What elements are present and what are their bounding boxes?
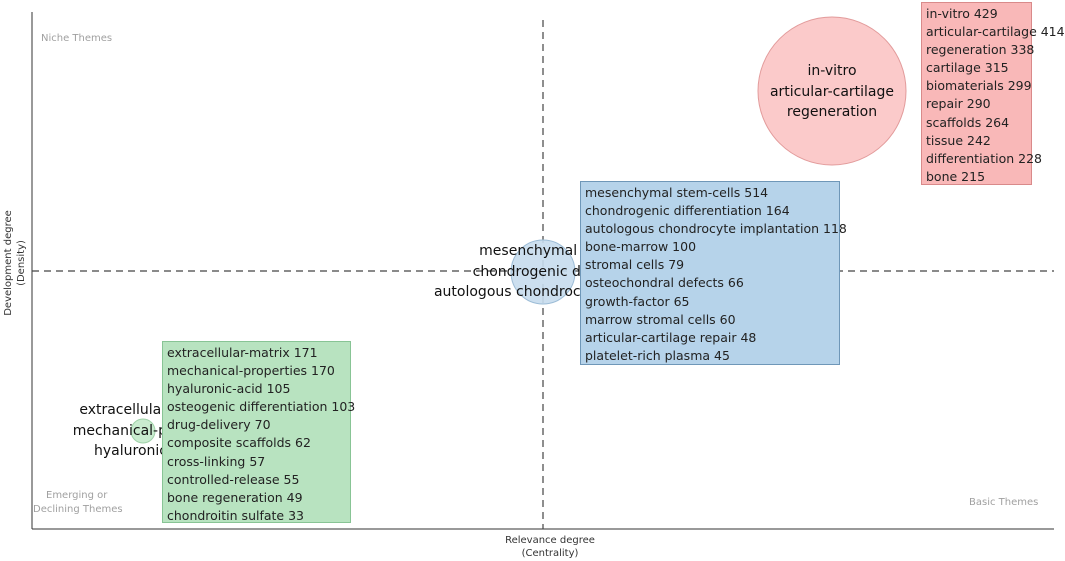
bubble-red-line-2: articular-cartilage: [769, 83, 895, 100]
quadrant-label-niche: Niche Themes: [41, 33, 113, 44]
bubble-green-line-1: extracellular: [79, 402, 167, 418]
term-row: mechanical-properties 170: [167, 363, 335, 379]
bubble-green: [130, 418, 156, 444]
y-axis-title: Development degree (Density): [2, 173, 28, 353]
quadrant-label-emerging-2: Declining Themes: [33, 504, 123, 515]
term-row: chondrogenic differentiation 164: [585, 203, 790, 219]
x-axis-title: Relevance degree (Centrality): [460, 534, 640, 560]
bubble-red-label: in-vitro articular-cartilage regeneratio…: [752, 61, 912, 123]
x-axis-sublabel: (Centrality): [521, 548, 579, 559]
term-row: in-vitro 429: [926, 6, 998, 21]
term-row: mesenchymal stem-cells 514: [585, 185, 769, 200]
bubble-red: [757, 16, 907, 166]
y-axis-label: Development degree: [3, 210, 14, 316]
term-row: biomaterials 299: [926, 78, 1032, 94]
y-axis-sublabel: (Density): [16, 240, 27, 286]
term-row: stromal cells 79: [585, 257, 685, 273]
term-row: drug-delivery 70: [167, 417, 271, 433]
term-row: osteogenic differentiation 103: [167, 399, 356, 415]
cluster-green-terms: extracellular-matrix 171 mechanical-prop…: [162, 341, 356, 523]
quadrant-label-basic: Basic Themes: [969, 497, 1039, 508]
bubble-green-label: extracellular mechanical-p hyaluronic: [42, 400, 167, 462]
term-row: articular-cartilage 414: [926, 24, 1065, 40]
bubble-blue: [510, 239, 576, 305]
term-row: extracellular-matrix 171: [167, 345, 318, 360]
cluster-blue-terms: mesenchymal stem-cells 514 chondrogenic …: [580, 181, 847, 365]
bubble-blue-line-3: autologous chondrocyte: [433, 284, 603, 300]
bubble-red-line-3: regeneration: [786, 104, 878, 120]
term-row: cartilage 315: [926, 60, 1009, 76]
bubble-blue-line-1: mesenchymal ste: [479, 243, 603, 259]
cluster-red-terms: in-vitro 429 articular-cartilage 414 reg…: [921, 2, 1065, 185]
bubble-red-line-1: in-vitro: [807, 63, 857, 79]
term-row: bone regeneration 49: [167, 489, 303, 505]
bubble-blue-label: mesenchymal ste chondrogenic diffe autol…: [383, 241, 603, 303]
x-axis-label: Relevance degree: [505, 535, 595, 546]
term-row: composite scaffolds 62: [167, 435, 311, 451]
term-row: osteochondral defects 66: [585, 275, 744, 291]
bubble-green-line-3: hyaluronic: [94, 443, 167, 459]
term-row: growth-factor 65: [585, 293, 690, 309]
term-row: differentiation 228: [926, 150, 1042, 166]
term-row: chondroitin sulfate 33: [167, 507, 304, 523]
term-row: hyaluronic-acid 105: [167, 381, 291, 397]
term-row: platelet-rich plasma 45: [585, 347, 730, 363]
term-row: repair 290: [926, 96, 991, 112]
term-row: autologous chondrocyte implantation 118: [585, 221, 847, 237]
term-row: scaffolds 264: [926, 114, 1010, 130]
quadrant-label-emerging-1: Emerging or: [46, 490, 108, 501]
bubble-green-line-2: mechanical-p: [72, 422, 167, 439]
term-row: marrow stromal cells 60: [585, 311, 736, 327]
term-row: articular-cartilage repair 48: [585, 329, 757, 345]
bubble-blue-line-2: chondrogenic diffe: [472, 263, 603, 280]
term-row: regeneration 338: [926, 42, 1035, 58]
term-row: bone-marrow 100: [585, 239, 697, 255]
term-row: cross-linking 57: [167, 453, 266, 469]
term-row: controlled-release 55: [167, 471, 300, 487]
term-row: tissue 242: [926, 132, 991, 148]
term-row: bone 215: [926, 168, 986, 184]
